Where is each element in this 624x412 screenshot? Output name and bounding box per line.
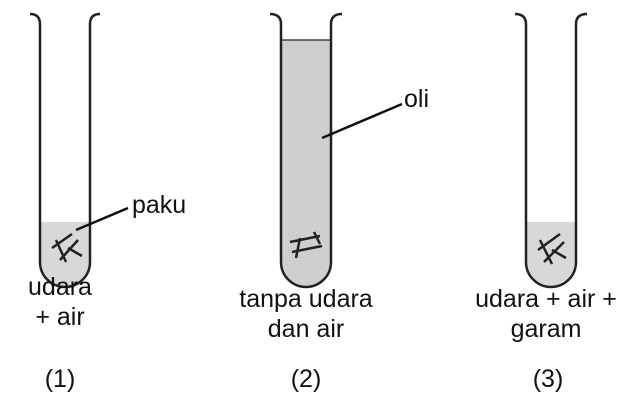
nail-icon bbox=[537, 232, 567, 265]
caption-line: udara + air + bbox=[475, 285, 617, 313]
oil-pointer-line bbox=[321, 102, 403, 140]
tube-2-number: (2) bbox=[290, 365, 322, 393]
caption-line: + air bbox=[35, 303, 85, 331]
tube-2-caption: tanpa udara dan air bbox=[206, 284, 406, 344]
nail-label: paku bbox=[132, 191, 187, 219]
nail-icon bbox=[289, 231, 323, 259]
caption-line: garam bbox=[510, 315, 582, 343]
caption-line: tanpa udara bbox=[239, 285, 373, 313]
caption-line: udara bbox=[28, 273, 92, 301]
tube-3-number: (3) bbox=[532, 365, 564, 393]
nail-icon bbox=[51, 232, 83, 263]
tube-1-number: (1) bbox=[44, 365, 76, 393]
test-tube-1 bbox=[29, 12, 101, 289]
caption-line: dan air bbox=[267, 315, 345, 343]
tube-1-caption: udara + air bbox=[10, 272, 110, 332]
test-tube-2 bbox=[269, 12, 343, 289]
test-tube-3 bbox=[514, 12, 588, 289]
nail-pointer-line bbox=[75, 206, 129, 232]
tube-3-caption: udara + air + garam bbox=[446, 284, 624, 344]
oil-fill bbox=[281, 40, 331, 287]
oil-label: oli bbox=[404, 85, 430, 113]
